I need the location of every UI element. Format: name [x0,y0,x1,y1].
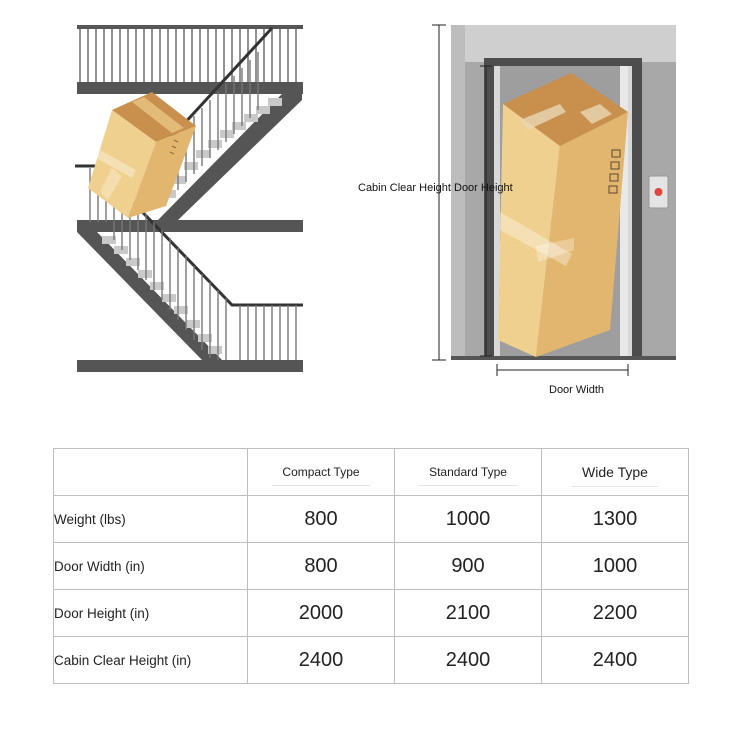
table-cell: 2400 [247,636,395,684]
row-label: Door Width (in) [53,542,248,590]
table-row-door-height: Door Height (in) 2000 2100 2200 [53,589,689,637]
bottom-landing [77,360,303,372]
top-railing [79,28,297,82]
table-corner-cell [53,448,248,496]
table-cell: 800 [247,495,395,543]
table-cell: 2400 [394,636,542,684]
row-label: Weight (lbs) [53,495,248,543]
door-width-dimension [496,364,629,376]
top-landing [77,82,303,94]
table-row-weight: Weight (lbs) 800 1000 1300 [53,495,689,543]
table-cell: 1300 [541,495,689,543]
door-width-label: Door Width [549,384,604,396]
table-cell: 800 [247,542,395,590]
table-cell: 900 [394,542,542,590]
table-cell: 2100 [394,589,542,637]
column-header-standard: Standard Type [394,448,542,496]
table-header-row: Compact Type Standard Type Wide Type [53,448,689,496]
table-row-cabin-clear-height: Cabin Clear Height (in) 2400 2400 2400 [53,636,689,684]
column-header-compact: Compact Type [247,448,395,496]
cabin-clear-height-dimension [432,24,446,361]
elevator-call-button [648,175,669,209]
cabin-clear-height-label: Cabin Clear Height [358,182,451,194]
middle-landing [77,220,303,232]
elevator-illustration: Cabin Clear Height Door Height Door Widt… [358,24,676,396]
upper-flight [158,94,302,220]
door-height-label: Door Height [454,182,513,194]
box-in-elevator [498,73,628,357]
table-row-door-width: Door Width (in) 800 900 1000 [53,542,689,590]
table-cell: 2400 [541,636,689,684]
elevator-spec-table: Compact Type Standard Type Wide Type Wei… [53,448,689,684]
staircase-illustration [75,25,303,372]
door-height-dimension [480,65,492,357]
row-label: Cabin Clear Height (in) [53,636,248,684]
illustration: Cabin Clear Height Door Height Door Widt… [75,24,676,396]
table-cell: 1000 [394,495,542,543]
box-on-stairs [88,92,196,218]
table-cell: 1000 [541,542,689,590]
table-cell: 2000 [247,589,395,637]
row-label: Door Height (in) [53,589,248,637]
column-header-wide: Wide Type [541,448,689,496]
table-cell: 2200 [541,589,689,637]
